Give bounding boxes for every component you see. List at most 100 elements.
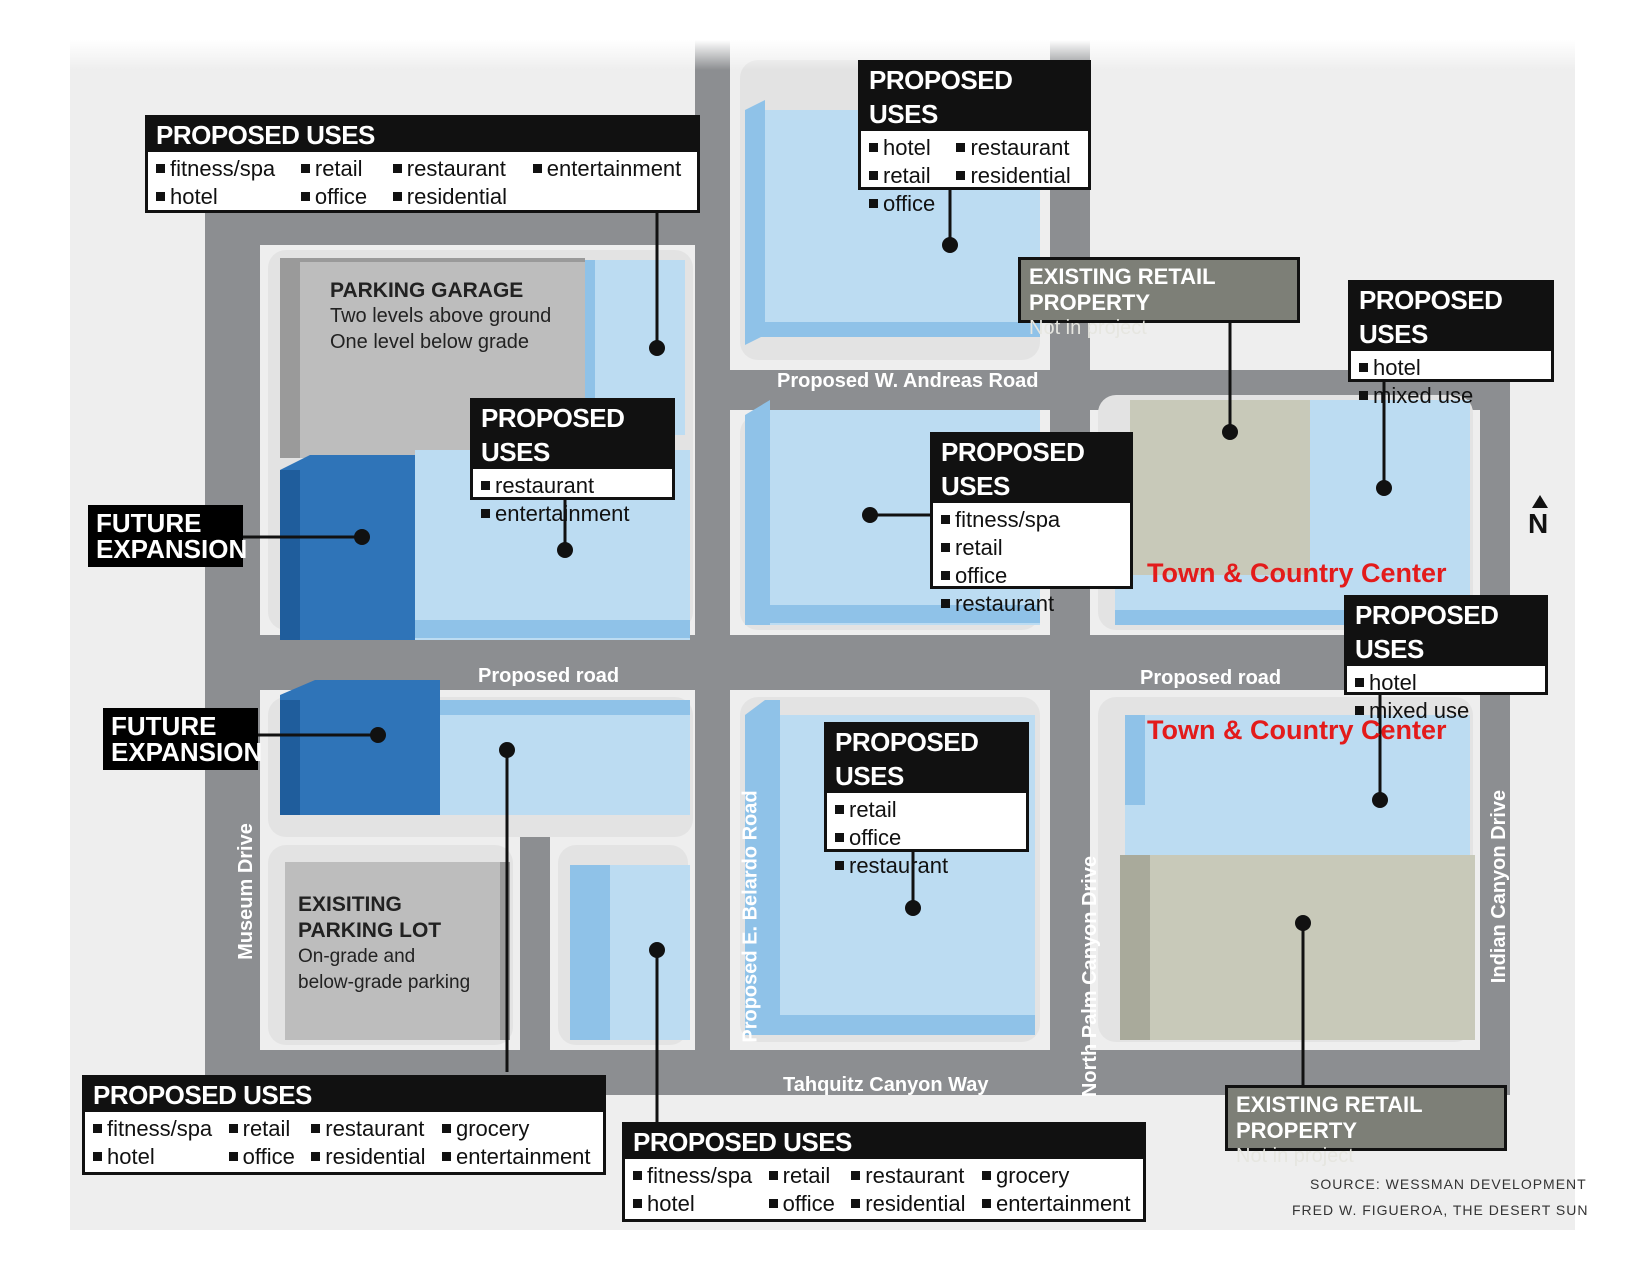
proposed-uses-title: PROPOSED USES [148,118,697,152]
leader-lines [240,185,1386,1122]
use-item: entertainment [982,1191,1135,1217]
leader-dots [354,237,1392,958]
parking-garage-label: PARKING GARAGE Two levels above ground O… [330,278,551,355]
use-item: office [835,825,1018,851]
use-item: entertainment [533,156,689,182]
existing-retail-top: EXISTING RETAIL PROPERTY Not in project [1018,257,1300,339]
proposed-uses-mid-right: PROPOSED USES hotel mixed use [1344,595,1548,723]
use-item: hotel [869,135,944,161]
existing-retail-bottom: EXISTING RETAIL PROPERTY Not in project [1225,1085,1507,1167]
existing-retail-subtitle: Not in project [1029,317,1147,339]
use-item: restaurant [393,156,515,182]
source-credit: SOURCE: WESSMAN DEVELOPMENT [1310,1176,1587,1192]
use-item: retail [301,156,375,182]
use-item: residential [311,1144,430,1170]
use-item: office [301,184,375,210]
use-item: retail [229,1116,300,1142]
parking-garage-title: PARKING GARAGE [330,279,524,302]
north-arrow-icon [1532,495,1548,508]
use-item: mixed use [1355,698,1537,724]
use-item: office [769,1191,840,1217]
future-expansion-label-lower: FUTURE EXPANSION [103,708,263,770]
proposed-uses-title: PROPOSED USES [473,401,672,469]
proposed-uses-top-center: PROPOSED USES hotel restaurant retail re… [858,60,1091,216]
future-expansion-line2: EXPANSION [96,534,248,564]
proposed-uses-bottom-center: PROPOSED USES fitness/spa retail restaur… [622,1122,1146,1222]
existing-retail-block [1120,855,1475,1040]
use-item: residential [851,1191,970,1217]
author-credit: FRED W. FIGUEROA, THE DESERT SUN [1292,1202,1589,1218]
future-expansion-line2: EXPANSION [111,737,263,767]
use-item: restaurant [851,1163,970,1189]
proposed-uses-top-left: PROPOSED USES fitness/spa retail restaur… [145,115,700,213]
parking-lot-title1: EXISITING [298,893,402,916]
use-item: fitness/spa [156,156,283,182]
proposed-uses-title: PROPOSED USES [933,435,1130,503]
proposed-uses-title: PROPOSED USES [1347,598,1545,666]
town-country-label-lower: Town & Country Center [1147,715,1447,745]
use-item: entertainment [442,1144,595,1170]
proposed-uses-title: PROPOSED USES [827,725,1026,793]
road-label-tahquitz: Tahquitz Canyon Way [783,1074,989,1096]
use-item: hotel [93,1144,217,1170]
use-item: fitness/spa [93,1116,217,1142]
proposed-uses-bottom-left: PROPOSED USES fitness/spa retail restaur… [82,1075,606,1175]
use-item: hotel [1359,355,1543,381]
north-label: N [1528,508,1549,539]
use-item: mixed use [1359,383,1543,409]
existing-retail-title: EXISTING RETAIL PROPERTY [1236,1092,1423,1143]
road-label-andreas: Proposed W. Andreas Road [777,370,1039,392]
use-item: retail [835,797,1018,823]
use-item: restaurant [835,853,1018,879]
town-country-label-upper: Town & Country Center [1147,558,1447,588]
use-item: hotel [633,1191,757,1217]
proposed-uses-mid-center: PROPOSED USES fitness/spa retail office … [930,432,1133,616]
future-expansion-block [280,455,415,640]
building [440,700,690,815]
use-item: restaurant [481,473,664,499]
use-item: retail [769,1163,840,1189]
use-item: fitness/spa [941,507,1122,533]
use-item: office [229,1144,300,1170]
road-label-proposed-road-right: Proposed road [1140,667,1282,689]
proposed-uses-lower-center: PROPOSED USES retail office restaurant [824,722,1029,878]
use-item: restaurant [956,135,1080,161]
road-label-indian: Indian Canyon Drive [1488,789,1511,984]
parking-lot-line2: below-grade parking [298,972,471,993]
proposed-uses-title: PROPOSED USES [625,1125,1143,1159]
future-expansion-label-upper: FUTURE EXPANSION [88,505,248,567]
use-item: office [869,191,944,217]
future-expansion-line1: FUTURE [111,711,217,741]
existing-retail-subtitle: Not in project [1236,1145,1354,1167]
road-label-museum: Museum Drive [234,823,257,960]
road-label-proposed-road-left: Proposed road [478,665,620,687]
use-item: retail [869,163,944,189]
proposed-uses-title: PROPOSED USES [861,63,1088,131]
use-item: fitness/spa [633,1163,757,1189]
parking-garage-line1: Two levels above ground [330,305,552,327]
existing-retail-block [1130,400,1310,575]
proposed-uses-top-right: PROPOSED USES hotel mixed use [1348,280,1554,408]
future-expansion-block [280,680,440,815]
use-item: residential [393,184,515,210]
existing-retail-title: EXISTING RETAIL PROPERTY [1029,264,1216,315]
use-item: residential [956,163,1080,189]
use-item: grocery [982,1163,1135,1189]
parking-garage-line2: One level below grade [330,331,530,353]
use-item: office [941,563,1122,589]
use-item: restaurant [311,1116,430,1142]
road-label-belardo: Proposed E. Belardo Road [739,790,762,1043]
proposed-uses-title: PROPOSED USES [85,1078,603,1112]
future-expansion-line1: FUTURE [96,508,202,538]
parking-lot-title2: PARKING LOT [298,919,442,942]
proposed-uses-mid-left: PROPOSED USES restaurant entertainment [470,398,675,526]
existing-parking-lot-block [285,862,510,1040]
building [1125,715,1470,855]
use-item: hotel [156,184,283,210]
use-item: grocery [442,1116,595,1142]
use-item: hotel [1355,670,1537,696]
use-item: restaurant [941,591,1122,617]
parking-lot-line1: On-grade and [298,946,416,967]
use-item: entertainment [481,501,664,527]
road-label-north-palm: North Palm Canyon Drive [1079,855,1102,1098]
